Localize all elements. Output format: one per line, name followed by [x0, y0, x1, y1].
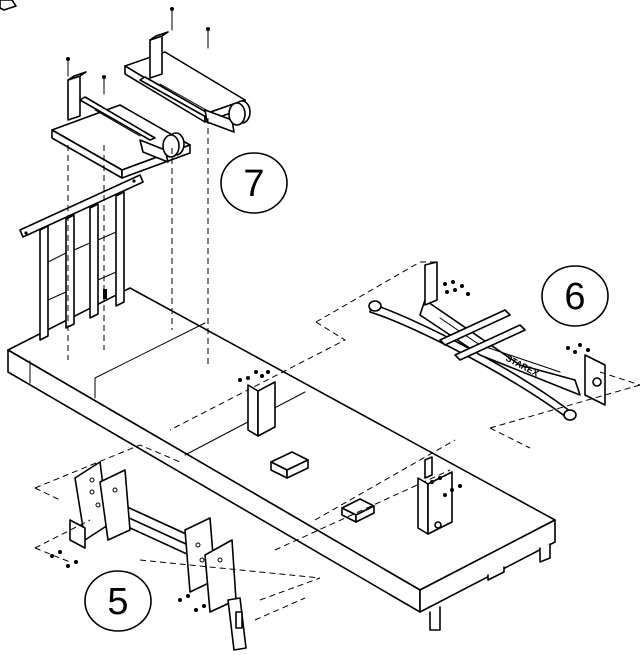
callout-label: 5 [107, 581, 128, 623]
roller-bar-assembly: STAREX [368, 261, 606, 421]
callout-step-7: 7 [220, 152, 288, 214]
foot-plate-assembly [69, 461, 247, 651]
foot-plate-bolts [50, 550, 206, 612]
roller-bolts [443, 280, 590, 354]
callout-step-6: 6 [541, 265, 609, 327]
mount-bracket-center [238, 370, 276, 437]
upright-frame [19, 174, 144, 341]
foot-plate-guide-lines [34, 444, 321, 621]
carriage-bolts [66, 7, 210, 95]
mount-bracket-right [417, 456, 462, 535]
callout-label: 6 [564, 276, 585, 318]
corner-fragment [0, 0, 17, 11]
carriage-guide-lines [67, 118, 209, 368]
roller-guide-lines [169, 261, 641, 551]
callout-step-5: 5 [84, 570, 152, 632]
seat-carriage-right [124, 31, 251, 133]
callout-label: 7 [243, 163, 264, 205]
